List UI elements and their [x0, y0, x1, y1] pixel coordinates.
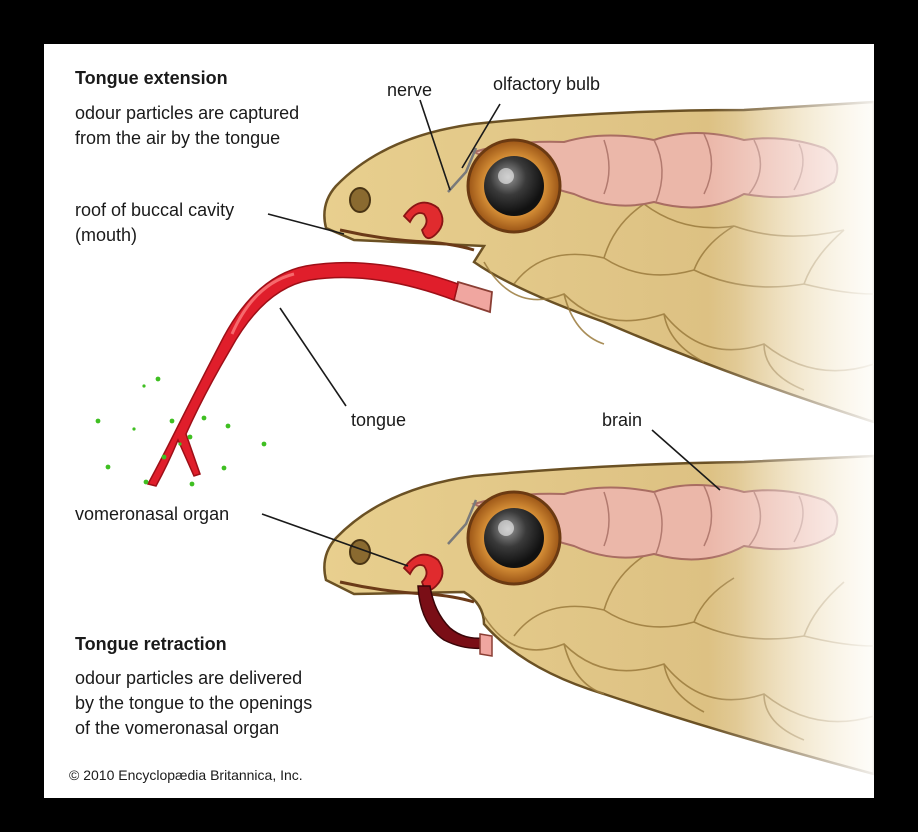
extension-desc-line1: odour particles are captured	[75, 101, 299, 125]
retraction-heading: Tongue retraction	[75, 632, 227, 656]
retraction-desc-line2: by the tongue to the openings	[75, 691, 312, 715]
roof-label-line1: roof of buccal cavity	[75, 198, 234, 222]
olfactory-bulb-label: olfactory bulb	[493, 72, 600, 96]
brain-label: brain	[602, 408, 642, 432]
roof-label-line2: (mouth)	[75, 223, 137, 247]
tongue-label: tongue	[351, 408, 406, 432]
vomeronasal-label: vomeronasal organ	[75, 502, 229, 526]
diagram-panel: Tongue extension odour particles are cap…	[44, 44, 874, 798]
retraction-desc-line1: odour particles are delivered	[75, 666, 302, 690]
extension-desc-line2: from the air by the tongue	[75, 126, 280, 150]
nerve-label: nerve	[387, 78, 432, 102]
retraction-desc-line3: of the vomeronasal organ	[75, 716, 279, 740]
copyright-notice: © 2010 Encyclopædia Britannica, Inc.	[69, 766, 303, 784]
lower-snake-head	[44, 444, 874, 798]
extension-heading: Tongue extension	[75, 66, 228, 90]
